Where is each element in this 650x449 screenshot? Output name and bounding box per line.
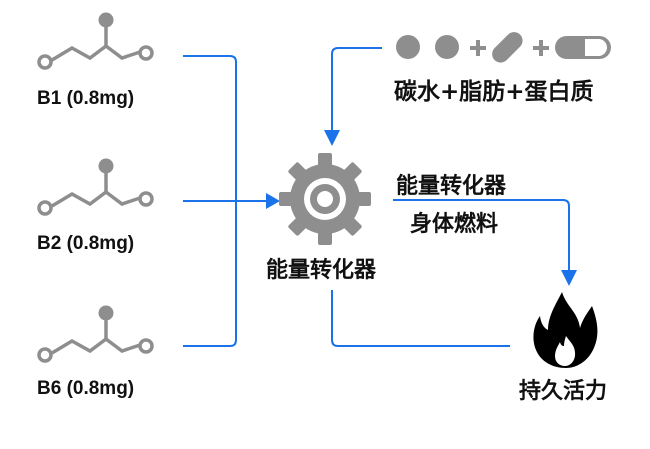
capsule-icon — [555, 36, 611, 59]
arrowhead-into-gear — [266, 193, 280, 209]
plus-icon — [533, 40, 549, 56]
connector-energy — [331, 290, 510, 347]
arrowhead-down-flame — [561, 270, 577, 286]
vitamin-label-b1: B1 (0.8mg) — [37, 88, 135, 109]
connector-nutrients — [331, 47, 382, 132]
circle-icon — [396, 35, 420, 59]
nutrients-label: 碳水+脂肪+蛋白质 — [394, 79, 594, 105]
vitamin-label-b6: B6 (0.8mg) — [37, 378, 135, 399]
flow-top-label: 能量转化器 — [396, 174, 507, 199]
connector-fuel — [393, 199, 570, 272]
circle-icon — [435, 35, 459, 59]
vitamin-label-b2: B2 (0.8mg) — [37, 233, 135, 254]
flow-bottom-label: 身体燃料 — [410, 212, 499, 237]
molecule-icon — [37, 158, 154, 216]
arrowhead-down-gear — [324, 130, 340, 146]
pill-icon — [492, 32, 523, 63]
molecule-icon — [37, 12, 154, 70]
molecule-icon — [37, 305, 154, 363]
connector-b1 — [183, 55, 237, 200]
result-label: 持久活力 — [519, 379, 608, 404]
connector-b6 — [183, 202, 237, 347]
plus-icon — [470, 40, 486, 56]
converter-label: 能量转化器 — [266, 258, 377, 283]
